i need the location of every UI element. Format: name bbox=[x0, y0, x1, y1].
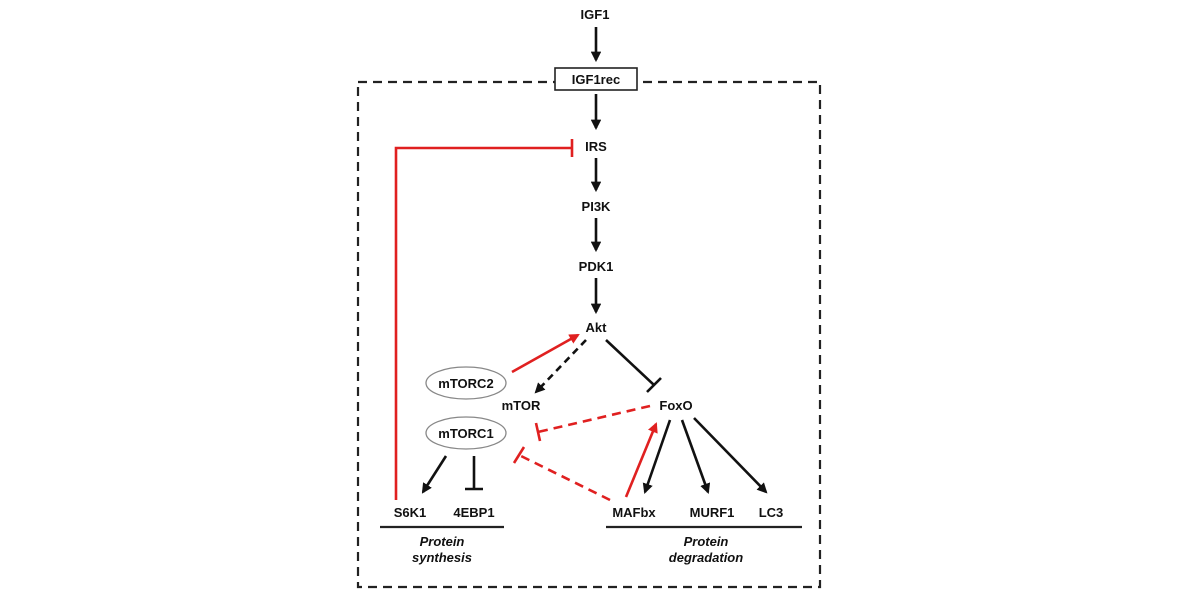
node-irs: IRS bbox=[585, 139, 607, 154]
node-pdk1: PDK1 bbox=[579, 259, 614, 274]
inhibit-foxo-to-mtorc1 bbox=[537, 404, 651, 434]
inhibit-akt-to-foxo bbox=[605, 339, 655, 386]
arrow-foxo-to-mafbx bbox=[642, 419, 672, 494]
node-mtorc2: mTORC2 bbox=[438, 376, 493, 391]
node-lc3: LC3 bbox=[759, 505, 784, 520]
node-mtor: mTOR bbox=[502, 398, 541, 413]
protein-degradation-label-1: Protein bbox=[684, 534, 729, 549]
arrow-foxo-to-murf1 bbox=[680, 419, 711, 494]
inhibit-mafbx-to-mtorc1 bbox=[518, 453, 611, 502]
node-mtorc1: mTORC1 bbox=[438, 426, 493, 441]
node-mafbx: MAFbx bbox=[612, 505, 656, 520]
arrow-mtorc2-to-akt bbox=[511, 333, 580, 374]
node-foxo: FoxO bbox=[659, 398, 692, 413]
inhibit-foxo-to-mtorc1-bar bbox=[534, 422, 542, 442]
protein-degradation-label-2: degradation bbox=[669, 550, 743, 565]
node-akt: Akt bbox=[586, 320, 608, 335]
inhibit-akt-to-foxo-bar bbox=[646, 377, 662, 393]
node-4ebp1: 4EBP1 bbox=[453, 505, 494, 520]
feedback-s6k1-to-irs bbox=[394, 146, 572, 500]
arrow-mafbx-to-foxo bbox=[624, 422, 658, 498]
arrow-foxo-to-lc3 bbox=[693, 417, 768, 494]
mtorc1-ellipse bbox=[425, 416, 507, 450]
inhibit-mafbx-to-mtorc1-bar bbox=[512, 446, 526, 464]
protein-synthesis-label-2: synthesis bbox=[412, 550, 472, 565]
arrow-mtorc1-to-s6k1 bbox=[421, 455, 448, 494]
arrow-akt-to-mtor bbox=[534, 339, 587, 394]
protein-synthesis-label-1: Protein bbox=[420, 534, 465, 549]
node-s6k1: S6K1 bbox=[394, 505, 427, 520]
node-igf1rec: IGF1rec bbox=[572, 72, 620, 87]
node-igf1: IGF1 bbox=[581, 7, 610, 22]
igf1rec-box bbox=[554, 67, 638, 91]
node-pi3k: PI3K bbox=[582, 199, 612, 214]
node-murf1: MURF1 bbox=[690, 505, 735, 520]
mtorc2-ellipse bbox=[425, 366, 507, 400]
